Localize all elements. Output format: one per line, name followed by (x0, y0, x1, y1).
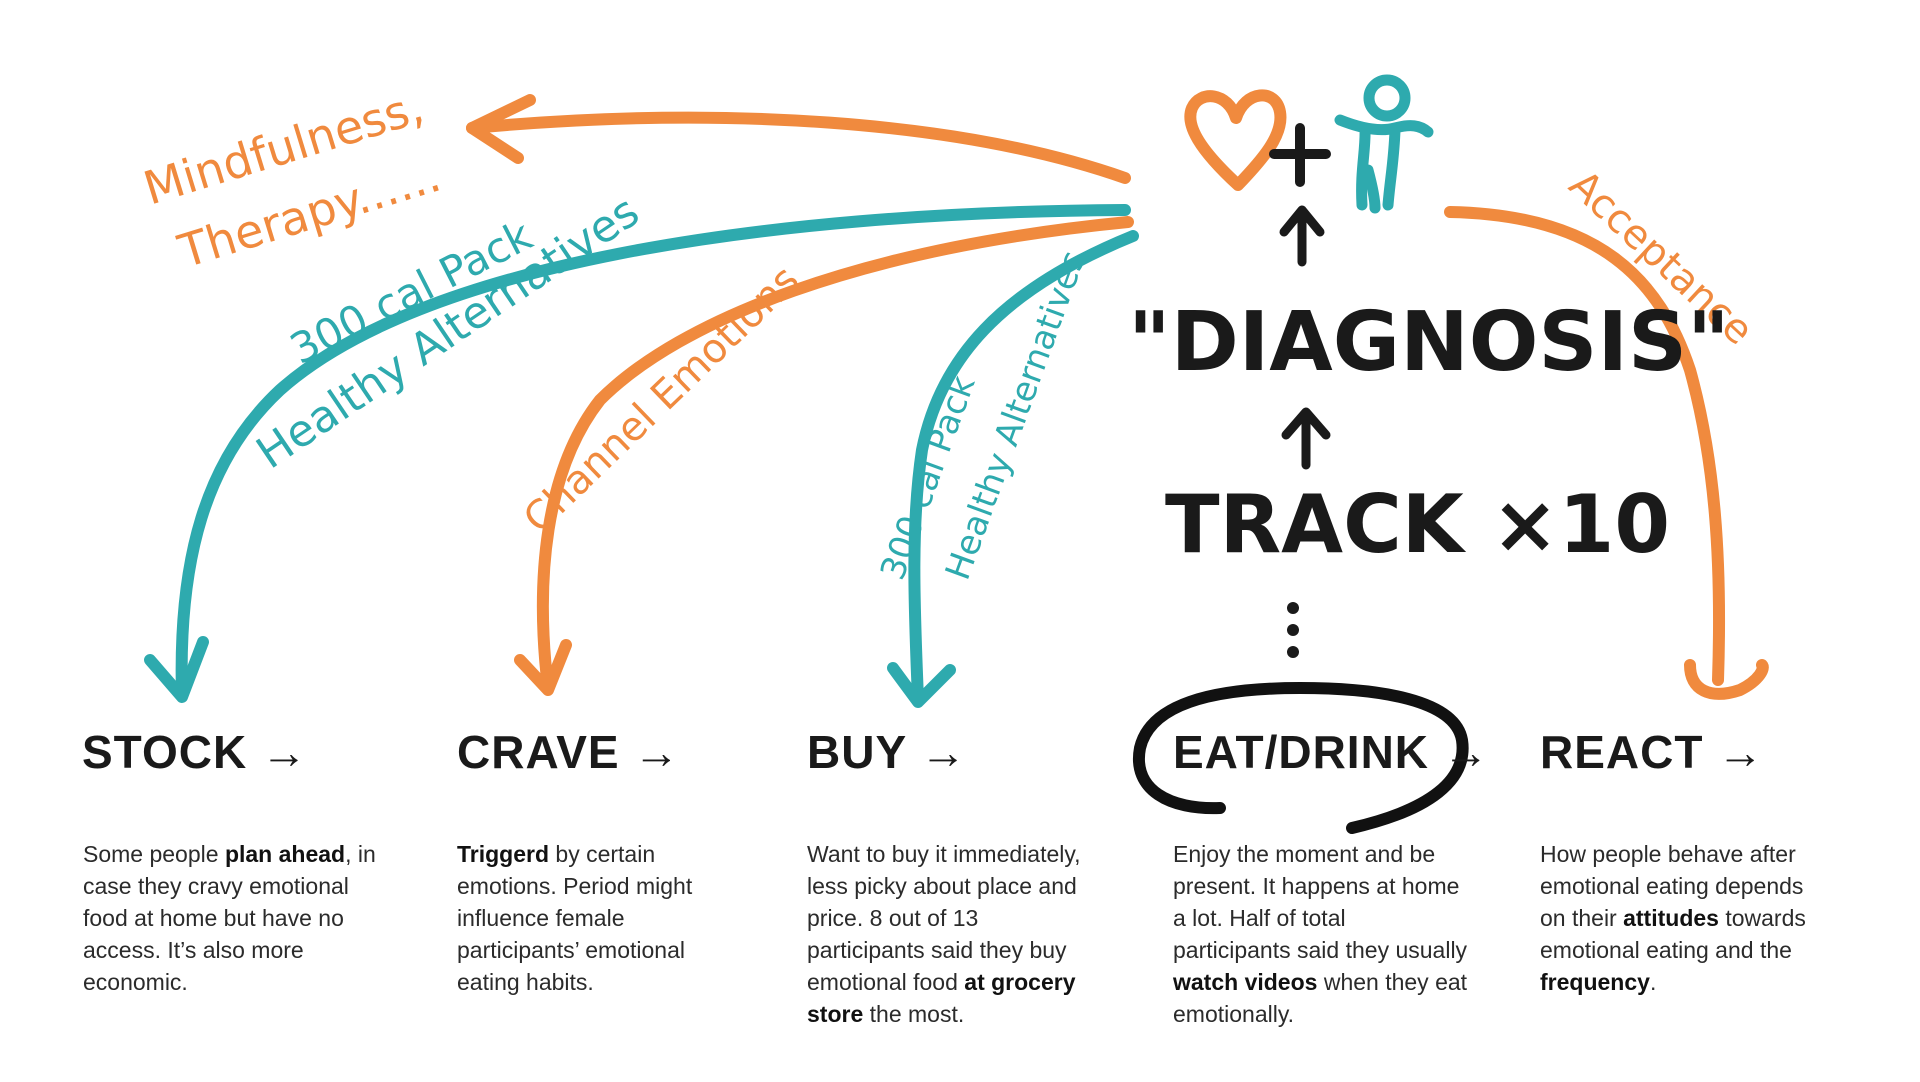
stage-title-stock: STOCK → (82, 726, 308, 778)
stage-desc-text: Want to buy it immediately, less picky a… (807, 841, 1081, 995)
stage-desc-bold: Triggerd (457, 841, 550, 867)
eat-drink-circle (1132, 681, 1469, 834)
stage-title-react: REACT → (1540, 726, 1765, 778)
stage-desc-text: , in case they cravy emotional food at h… (83, 841, 376, 995)
stage-desc-bold: plan ahead (224, 841, 346, 867)
channel-emotions-label: Channel Emotions (515, 257, 808, 542)
stage-desc-text: How people behave after emotional eating… (1540, 841, 1804, 931)
arrow-to-react (1444, 206, 1769, 700)
stage-desc-bold: attitudes (1623, 905, 1719, 931)
arrow-to-buy (887, 230, 1139, 708)
stage-desc-bold: watch videos (1173, 969, 1318, 995)
stage-title-buy: BUY → (807, 726, 968, 778)
stage-title-eat-drink: EAT/DRINK → (1173, 726, 1490, 778)
stage-desc-stock: Some people plan ahead, in case they cra… (83, 838, 378, 998)
stage-desc-text: towards emotional eating and the (1540, 905, 1806, 963)
stage-desc-eat-drink: Enjoy the moment and be present. It happ… (1173, 838, 1468, 1030)
person-icon (1334, 74, 1434, 214)
stage-desc-text: the most. (863, 1001, 965, 1027)
diagnosis-label: "DIAGNOSIS" (1128, 295, 1730, 390)
track-label: TRACK ×10 (1165, 478, 1670, 571)
stage-desc-bold: at grocery store (807, 969, 1076, 1027)
arrow-to-mindfulness (466, 94, 1131, 184)
stage-desc-text: when they eat emotionally. (1173, 969, 1468, 1027)
plus-icon (1269, 123, 1331, 187)
arrow-to-crave (514, 216, 1134, 696)
stage-desc-bold: frequency (1540, 969, 1650, 995)
stage-desc-text: . (1649, 969, 1657, 995)
stage-desc-crave: Triggerd by certain emotions. Period mig… (457, 838, 752, 998)
ellipsis-dots (1287, 602, 1299, 658)
heart-icon (1184, 89, 1287, 191)
up-arrow-to-diagnosis (1281, 407, 1331, 470)
stage-desc-text: by certain emotions. Period might influe… (457, 841, 693, 995)
stage-desc-text: Enjoy the moment and be present. It happ… (1173, 841, 1468, 963)
stage-title-crave: CRAVE → (457, 726, 681, 778)
stage-desc-buy: Want to buy it immediately, less picky a… (807, 838, 1102, 1030)
arrow-to-stock (144, 204, 1131, 703)
stage-desc-text: Some people (83, 841, 225, 867)
stage-desc-react: How people behave after emotional eating… (1540, 838, 1835, 998)
up-arrow-to-icons (1279, 205, 1325, 267)
